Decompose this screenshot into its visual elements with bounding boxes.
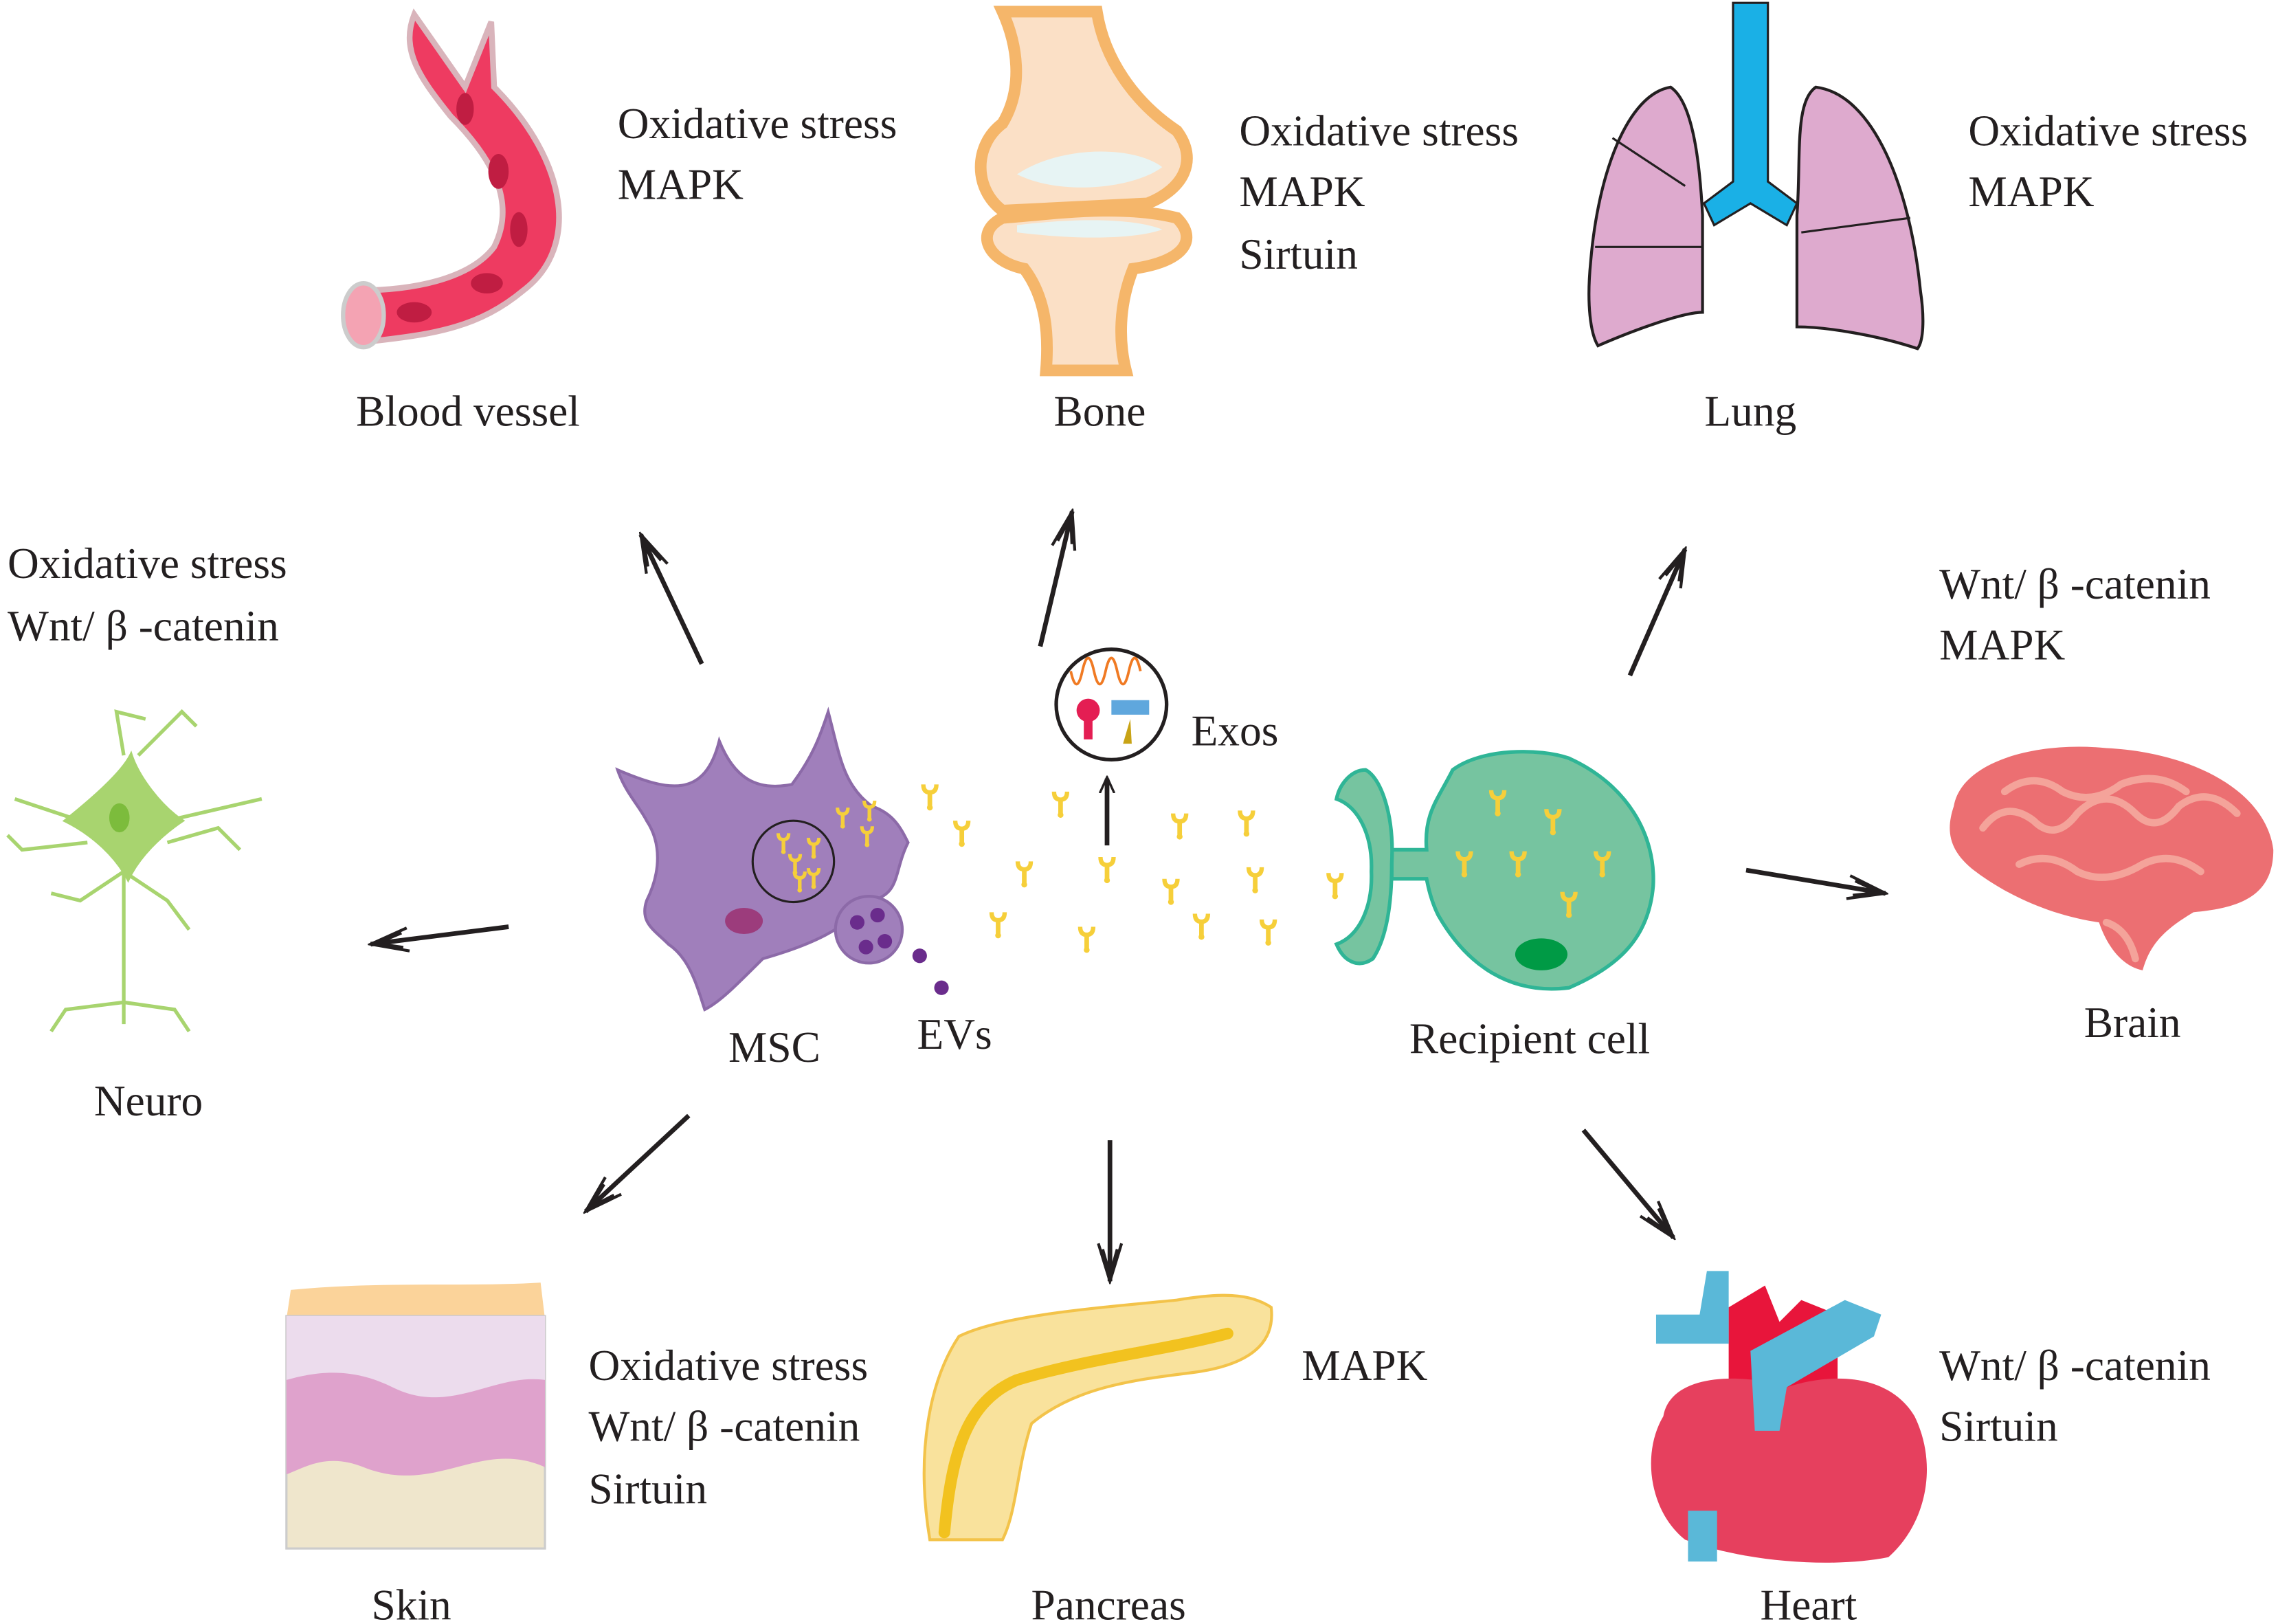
bone-pathway: MAPK [1239, 168, 1365, 216]
brain-label: Brain [2084, 999, 2181, 1047]
lung-illustration [1587, 1, 1925, 351]
heart-pathway: Sirtuin [1939, 1403, 2058, 1451]
heart-pathway: Wnt/ β -catenin [1939, 1342, 2211, 1390]
lung-pathway: Oxidative stress [1968, 107, 2248, 155]
arrows [370, 511, 1885, 1281]
bone-illustration [974, 5, 1193, 377]
heart-illustration [1651, 1271, 1928, 1563]
pancreas-label: Pancreas [1031, 1581, 1185, 1624]
skin-illustration [285, 1282, 546, 1550]
brain-pathway: Wnt/ β -catenin [1939, 560, 2211, 608]
heart-label: Heart [1760, 1581, 1857, 1624]
arrow-to-brain [1745, 867, 1886, 893]
arrow-to-bone [1038, 511, 1072, 647]
pancreas-illustration [922, 1293, 1273, 1542]
exosome-icon [1054, 647, 1169, 762]
evs-label: EVs [917, 1010, 992, 1058]
brain-illustration [1950, 746, 2274, 970]
neuro-label: Neuro [94, 1077, 203, 1125]
ev-particles [921, 784, 1344, 953]
pancreas-pathway: MAPK [1302, 1342, 1427, 1390]
skin-label: Skin [371, 1581, 451, 1624]
blood-vessel-label: Blood vessel [356, 387, 580, 435]
arrow-to-lung [1627, 549, 1688, 677]
neuro-pathway: Oxidative stress [8, 540, 287, 588]
skin-pathway: Sirtuin [588, 1465, 707, 1513]
skin-pathway: Wnt/ β -catenin [588, 1403, 860, 1451]
bone-label: Bone [1054, 387, 1146, 435]
lung-pathway: MAPK [1968, 168, 2094, 216]
neuro-pathway: Wnt/ β -catenin [8, 602, 279, 650]
arrow-to-neuro [370, 924, 509, 944]
arrow-to-skin [585, 1113, 691, 1211]
lung-label: Lung [1704, 387, 1796, 435]
blood-vessel-pathway: MAPK [618, 161, 744, 209]
recipient-cell [1334, 750, 1655, 991]
neuron-illustration [6, 709, 263, 1033]
arrow-to-blood-vessel [641, 535, 704, 665]
bone-pathway: Sirtuin [1239, 230, 1358, 278]
msc-cell [615, 707, 949, 1012]
blood-vessel-illustration [341, 8, 562, 350]
blood-vessel-pathway: Oxidative stress [618, 100, 897, 148]
bone-pathway: Oxidative stress [1239, 107, 1519, 155]
arrow-to-heart [1581, 1128, 1673, 1237]
msc-label: MSC [728, 1023, 820, 1071]
brain-pathway: MAPK [1939, 621, 2065, 669]
recipient-cell-label: Recipient cell [1409, 1014, 1650, 1063]
exos-label: Exos [1192, 707, 1279, 755]
skin-pathway: Oxidative stress [588, 1342, 868, 1390]
